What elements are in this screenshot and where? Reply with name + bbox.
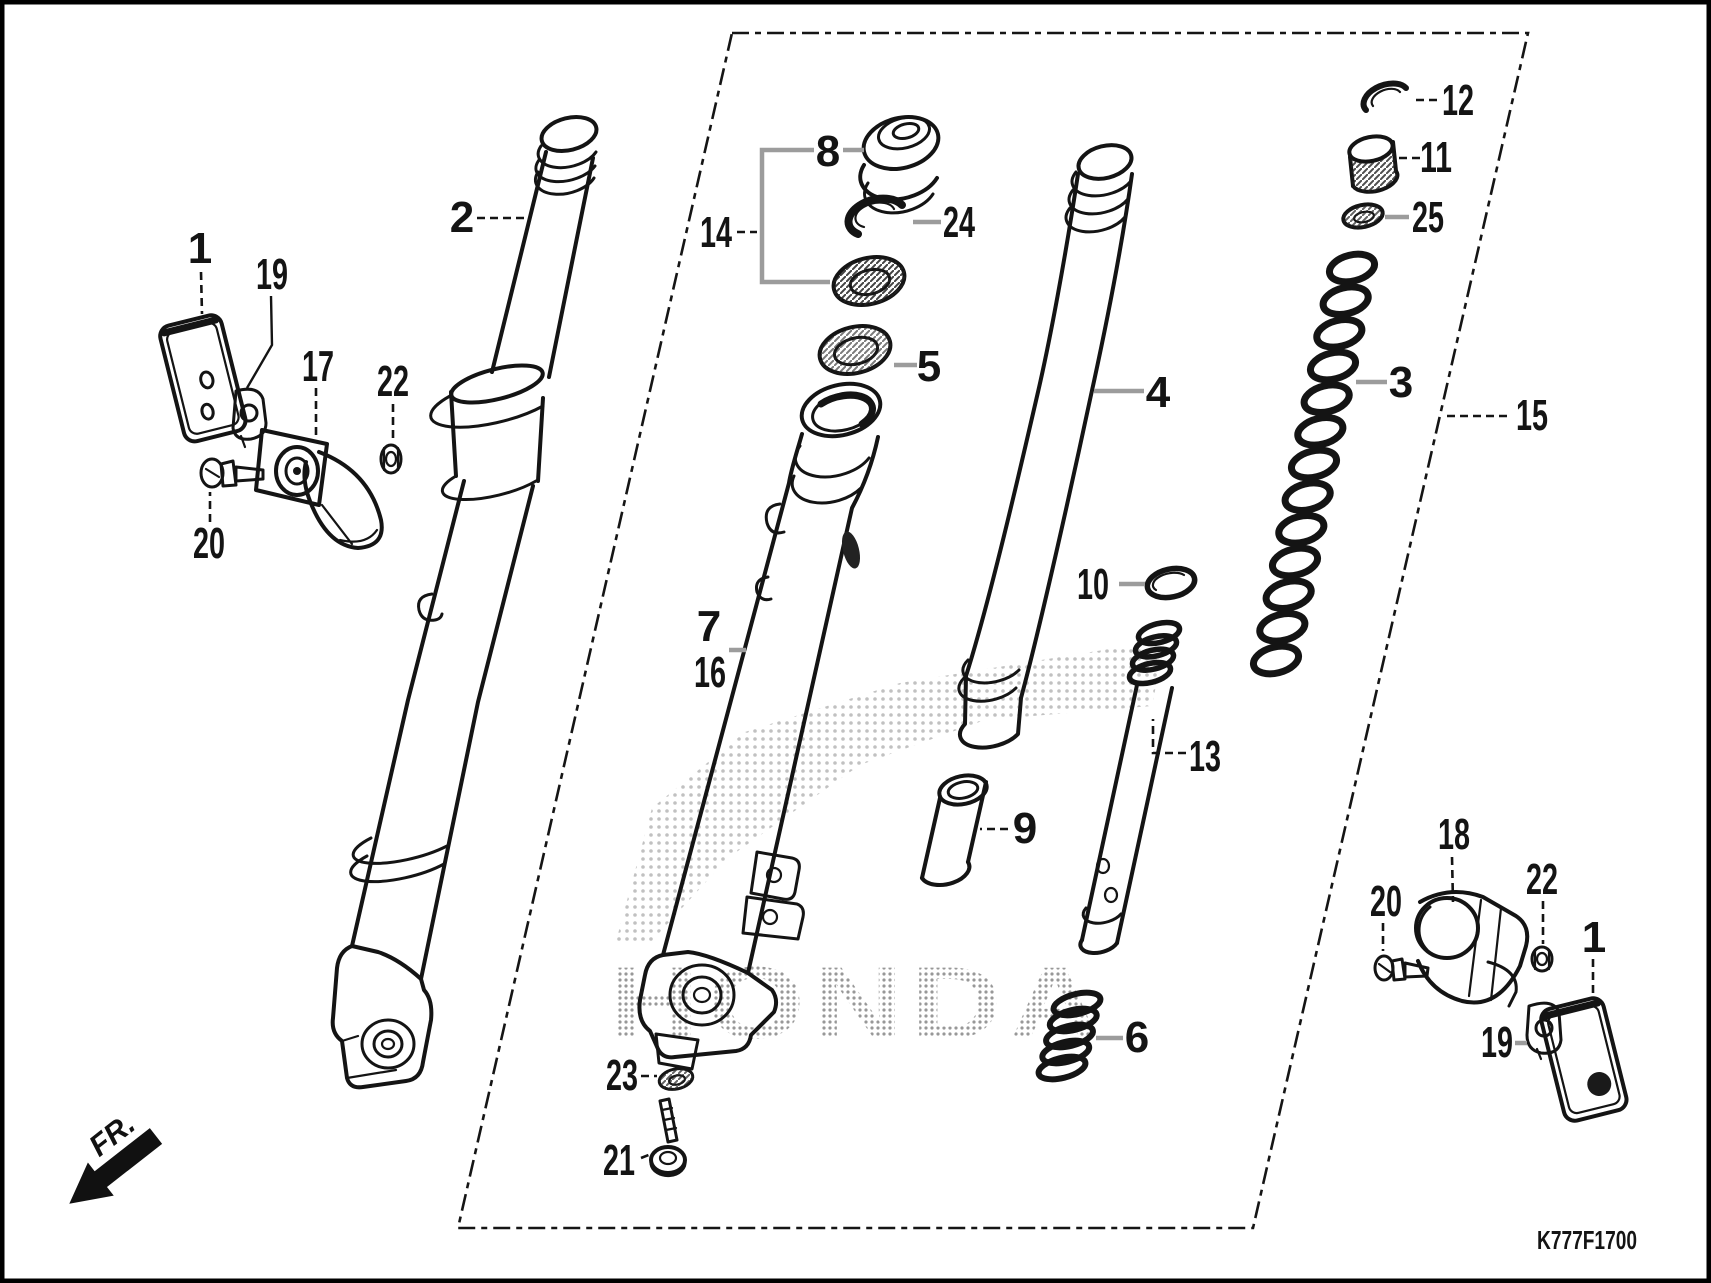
part-14-backup-ring: [831, 255, 907, 307]
spring-coil: [1325, 250, 1379, 286]
spring-coil: [1249, 642, 1303, 678]
honda-watermark: HONDA: [608, 640, 1165, 1060]
part-5-oil-seal: [817, 324, 893, 376]
honda-wing-mark: [615, 640, 1165, 945]
part-1-left-reflector: [158, 313, 248, 444]
part-25-washer: [1341, 202, 1385, 230]
part-label-19-left: 19: [256, 250, 288, 299]
diagram-code: K777F1700: [1537, 1225, 1637, 1255]
spring-coil: [1294, 414, 1347, 449]
spring-coil: [1319, 283, 1372, 318]
part-label-11: 11: [1420, 133, 1452, 182]
part-2-left-fork-leg: [330, 115, 599, 1090]
spring-coil: [1046, 1005, 1100, 1035]
part-label-21: 21: [603, 1136, 635, 1185]
assembly-boundary: [456, 31, 1530, 1230]
spring-coil: [1132, 633, 1180, 660]
spring-coil: [1035, 1053, 1089, 1083]
part-label-9: 9: [1013, 804, 1037, 853]
part-label-10: 10: [1077, 560, 1109, 609]
part-3-fork-spring: [1249, 250, 1379, 678]
fr-direction-arrow: FR.: [69, 1107, 163, 1204]
seal-set-bracket: [759, 147, 864, 285]
part-label-18: 18: [1438, 810, 1470, 859]
part-labels: 1 19 17 22 20 2 8 14 24 5 716 12 11 25 3 4 15 10 13 9 6 23 21 1…: [188, 76, 1606, 1185]
leader-line-19-left: [245, 295, 274, 389]
part-label-2: 2: [450, 193, 474, 242]
part-label-24: 24: [943, 198, 975, 247]
part-label-4: 4: [1146, 368, 1171, 417]
leader-line-18: [1450, 856, 1455, 903]
part-label-20-left: 20: [193, 519, 225, 568]
spring-coil: [1043, 1021, 1096, 1051]
part-11-slide-piece: [1347, 134, 1400, 194]
part-label-19-right: 19: [1481, 1018, 1513, 1067]
spring-coil: [1256, 610, 1309, 645]
spring-coil: [1306, 348, 1360, 384]
spring-coil: [1300, 381, 1353, 416]
part-label-20-right: 20: [1370, 877, 1402, 926]
part-20-left-bolt: [199, 457, 265, 489]
leader-line-1-left: [199, 271, 204, 315]
part-label-8: 8: [816, 127, 840, 176]
spring-coil: [1313, 316, 1366, 351]
part-label-12: 12: [1442, 76, 1474, 125]
part-label-23: 23: [606, 1051, 638, 1100]
watermark-text: HONDA: [608, 946, 1108, 1060]
leader-line-13: [1151, 719, 1186, 755]
part-4-fork-pipe: [957, 143, 1134, 750]
part-1-right-reflector: [1539, 996, 1629, 1123]
spring-coil: [1039, 1037, 1093, 1067]
part-22-right-nut: [1530, 945, 1554, 973]
part-label-7: 7: [697, 602, 721, 651]
part-22-left-nut: [379, 443, 403, 475]
spring-coil: [1275, 512, 1328, 547]
part-24-snap-ring: [844, 194, 906, 238]
part-12-clip: [1360, 80, 1409, 113]
part-9-collar: [920, 773, 989, 888]
part-label-1-right: 1: [1582, 913, 1606, 962]
part-label-5: 5: [917, 342, 941, 391]
part-7-16-fork-case: [637, 381, 883, 1071]
part-13-damper-rod: [1078, 619, 1183, 956]
part-label-3: 3: [1389, 358, 1413, 407]
part-23-washer: [657, 1067, 695, 1091]
bracket-line-14: [759, 147, 830, 285]
spring-coil: [1129, 646, 1177, 673]
part-label-22-left: 22: [377, 357, 409, 406]
part-label-15: 15: [1516, 391, 1548, 440]
spring-coil: [1262, 577, 1315, 612]
part-10-stopper-ring: [1144, 565, 1198, 601]
part-label-13: 13: [1189, 732, 1221, 781]
spring-coil: [1268, 544, 1322, 580]
part-label-6: 6: [1125, 1013, 1149, 1062]
spring-coil: [1287, 446, 1341, 482]
part-label-17: 17: [302, 342, 334, 391]
leader-line-21: [640, 1150, 657, 1160]
part-18-right-holder: [1414, 890, 1530, 1008]
arrow-icon: [69, 1128, 163, 1204]
part-20-right-bolt: [1373, 954, 1430, 982]
part-21-socket-bolt: [649, 1097, 687, 1178]
part-label-14: 14: [700, 208, 732, 257]
part-17-left-holder: [254, 428, 384, 550]
part-label-16: 16: [694, 648, 726, 697]
spring-coil: [1050, 989, 1104, 1019]
part-label-1-left: 1: [188, 224, 212, 273]
part-label-25: 25: [1412, 193, 1444, 242]
spring-coil: [1126, 659, 1174, 687]
spring-coil: [1135, 619, 1183, 647]
part-6-rebound-spring: [1035, 989, 1104, 1083]
spring-coil: [1281, 479, 1334, 514]
part-label-22-right: 22: [1526, 855, 1558, 904]
